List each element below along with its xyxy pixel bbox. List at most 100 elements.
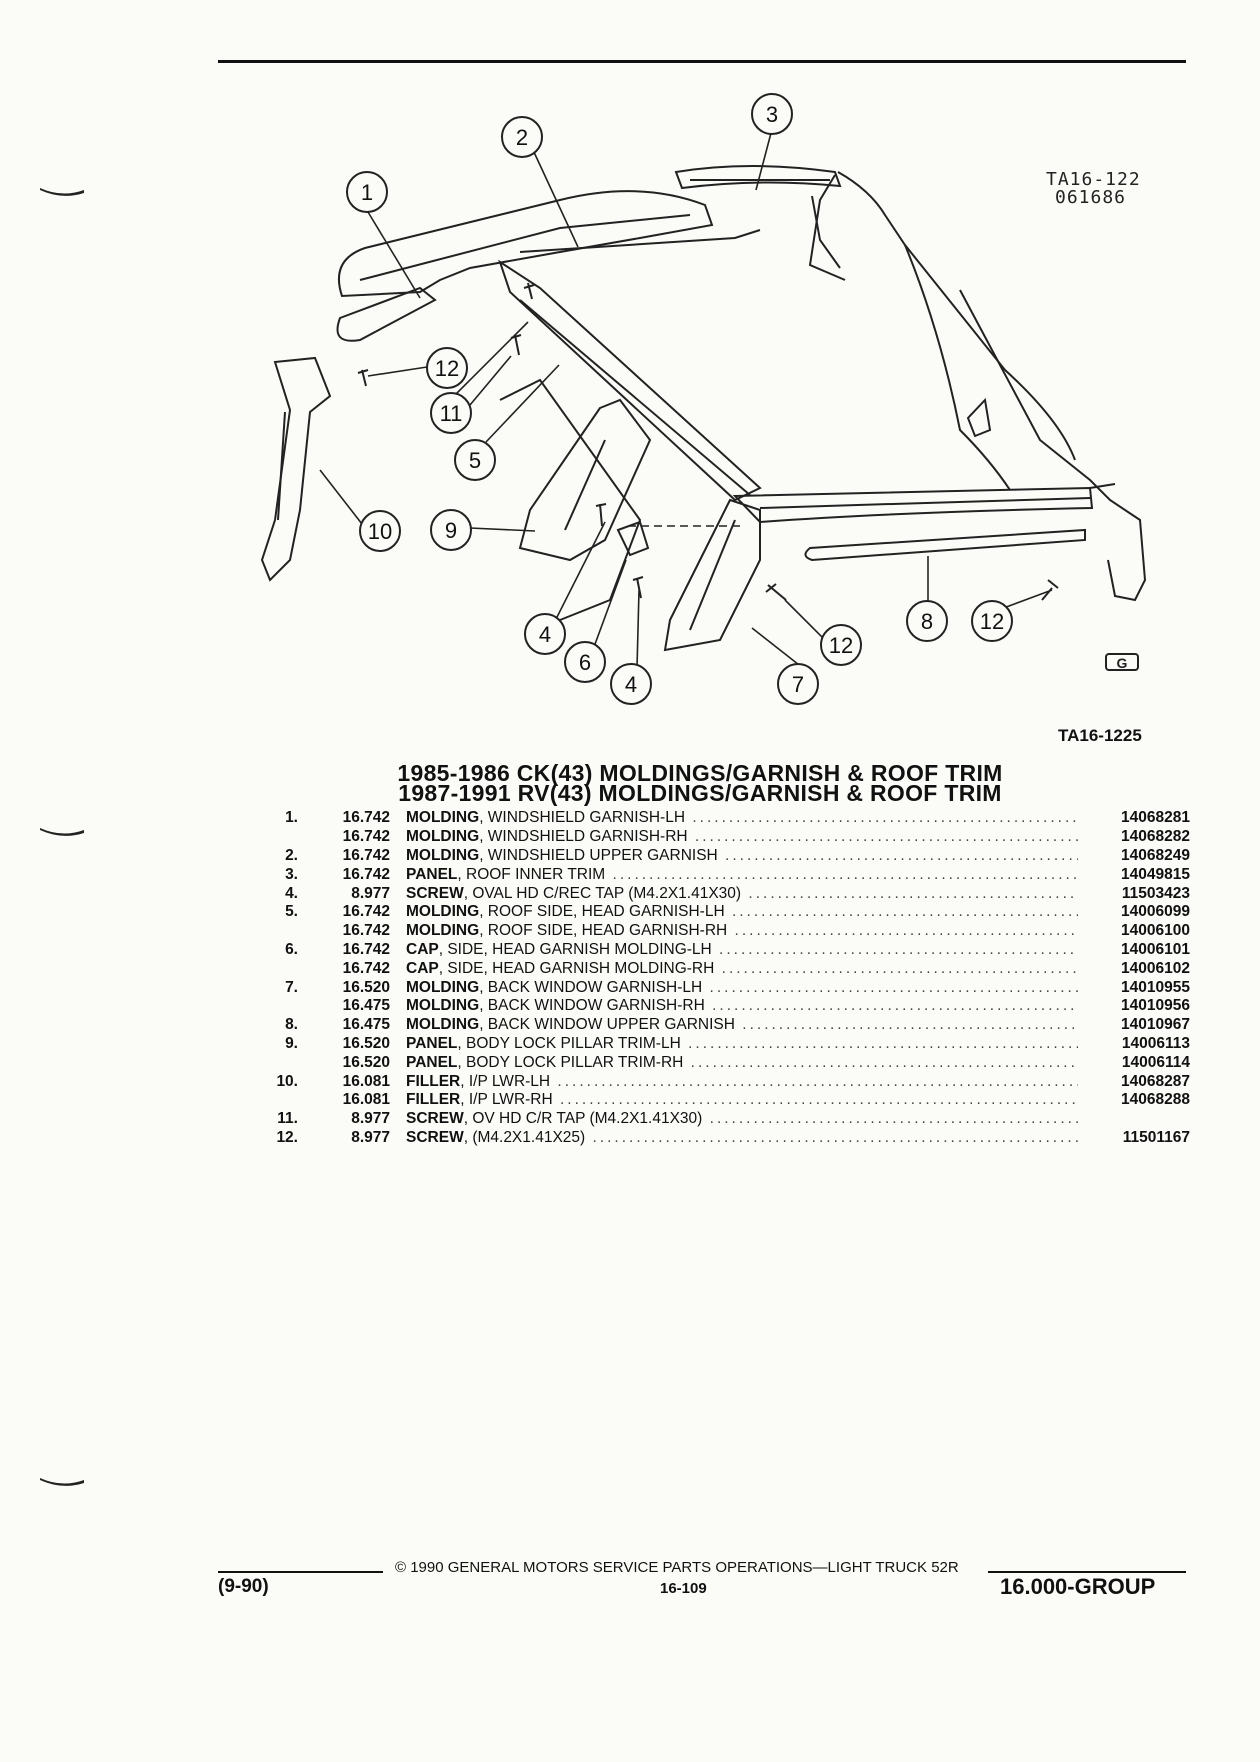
- leader-dots: ........................................…: [712, 997, 1078, 1015]
- binder-hole-mark-top: [40, 188, 84, 196]
- callout-1: 1: [361, 180, 373, 205]
- leader-dots: ........................................…: [748, 884, 1078, 902]
- item-number: 4.: [285, 884, 298, 902]
- leader-dots: ........................................…: [557, 1072, 1078, 1090]
- callout-4: 4: [539, 622, 551, 647]
- part-number: 14068249: [1121, 846, 1190, 864]
- item-number: 1.: [285, 809, 298, 827]
- leader-dots: ........................................…: [709, 1110, 1078, 1128]
- callout-4-lower: 4: [625, 672, 637, 697]
- part-name: MOLDING: [406, 903, 480, 921]
- item-number: 12.: [276, 1128, 298, 1146]
- illustration-date-code: 061686: [1055, 187, 1127, 208]
- part-number: 14006114: [1121, 1053, 1190, 1071]
- callout-3: 3: [766, 102, 778, 127]
- part-name: CAP: [406, 959, 439, 977]
- callout-circles: [346, 93, 1013, 705]
- part-number: 14068281: [1121, 809, 1190, 827]
- callout-6: 6: [579, 650, 591, 675]
- part-name: FILLER: [406, 1091, 461, 1109]
- group-number: 16.742: [342, 959, 390, 977]
- leader-dots: ........................................…: [721, 959, 1078, 977]
- part-name: FILLER: [406, 1072, 461, 1090]
- part-number: 14006101: [1121, 940, 1190, 958]
- leader-lines: [319, 132, 1053, 673]
- callout-10: 10: [368, 519, 392, 544]
- part-description: MOLDING, BACK WINDOW UPPER GARNISH .....…: [390, 1016, 1078, 1034]
- part-detail: , WINDSHIELD GARNISH-RH: [479, 828, 688, 846]
- part-detail: , BODY LOCK PILLAR TRIM-RH: [457, 1053, 684, 1071]
- group-number: 8.977: [351, 1128, 390, 1146]
- group-number: 16.742: [342, 940, 390, 958]
- part-detail: , BODY LOCK PILLAR TRIM-LH: [457, 1034, 681, 1052]
- parts-diagram: 1 2 3 12 11 5 10 9 4 6 4 12 7 8 12 G: [260, 93, 1147, 705]
- illustration-reference: TA16-1225: [1058, 726, 1142, 745]
- part-description: CAP, SIDE, HEAD GARNISH MOLDING-RH .....…: [390, 960, 1078, 978]
- footer-date-code: (9-90): [218, 1576, 269, 1597]
- leader-dots: ........................................…: [694, 828, 1078, 846]
- leader-dots: ........................................…: [612, 865, 1078, 883]
- leader-dots: ........................................…: [719, 940, 1078, 958]
- part-name: CAP: [406, 940, 439, 958]
- top-rule: [218, 60, 1186, 63]
- section-title-2: 1987-1991 RV(43) MOLDINGS/GARNISH & ROOF…: [398, 780, 1002, 806]
- part-number: 14010967: [1121, 1016, 1190, 1034]
- group-number: 16.742: [342, 903, 390, 921]
- leader-dots: ........................................…: [690, 1053, 1078, 1071]
- group-number: 16.742: [342, 828, 390, 846]
- part-name: PANEL: [406, 865, 458, 883]
- leader-dots: ........................................…: [688, 1034, 1078, 1052]
- part-detail: , ROOF SIDE, HEAD GARNISH-LH: [479, 903, 725, 921]
- leader-dots: ........................................…: [725, 846, 1078, 864]
- part-description: FILLER, I/P LWR-RH .....................…: [390, 1091, 1078, 1109]
- leader-dots: ........................................…: [592, 1128, 1078, 1146]
- part-description: PANEL, ROOF INNER TRIM .................…: [390, 866, 1078, 884]
- group-number: 8.977: [351, 884, 390, 902]
- leader-dots: ........................................…: [734, 922, 1078, 940]
- group-number: 16.520: [342, 1034, 390, 1052]
- part-description: MOLDING, BACK WINDOW GARNISH-RH ........…: [390, 997, 1078, 1015]
- part-number: 11503423: [1121, 884, 1190, 902]
- part-description: SCREW, OVAL HD C/REC TAP (M4.2X1.41X30) …: [390, 885, 1078, 903]
- part-number: 11501167: [1122, 1128, 1190, 1146]
- item-number: 6.: [285, 940, 298, 958]
- leader-dots: ........................................…: [742, 1016, 1078, 1034]
- part-detail: , OV HD C/R TAP (M4.2X1.41X30): [463, 1110, 703, 1128]
- leader-dots: ........................................…: [731, 903, 1078, 921]
- part-number: 14049815: [1121, 865, 1190, 883]
- group-number: 16.742: [342, 922, 390, 940]
- callout-12: 12: [435, 356, 459, 381]
- part-number: 14068282: [1121, 828, 1190, 846]
- group-number: 16.520: [342, 978, 390, 996]
- part-number: 14006102: [1121, 959, 1190, 977]
- item-number: 2.: [285, 846, 298, 864]
- part-name: PANEL: [406, 1034, 458, 1052]
- gm-logo-mark: G: [1105, 653, 1139, 671]
- part-name: MOLDING: [406, 1016, 480, 1034]
- group-number: 16.081: [342, 1072, 390, 1090]
- footer-rule-left: [218, 1571, 383, 1573]
- part-description: MOLDING, WINDSHIELD GARNISH-RH .........…: [390, 828, 1078, 846]
- group-number: 16.742: [342, 865, 390, 883]
- leader-dots: ........................................…: [692, 809, 1078, 827]
- group-number: 16.081: [342, 1091, 390, 1109]
- footer-page-number: 16-109: [660, 1580, 707, 1597]
- illustration-code: TA16-122: [1046, 169, 1141, 190]
- part-description: MOLDING, ROOF SIDE, HEAD GARNISH-LH ....…: [390, 903, 1078, 921]
- callout-8: 8: [921, 609, 933, 634]
- part-description: MOLDING, BACK WINDOW GARNISH-LH ........…: [390, 979, 1078, 997]
- footer-rule-right: [988, 1571, 1186, 1573]
- part-description: MOLDING, ROOF SIDE, HEAD GARNISH-RH ....…: [390, 922, 1078, 940]
